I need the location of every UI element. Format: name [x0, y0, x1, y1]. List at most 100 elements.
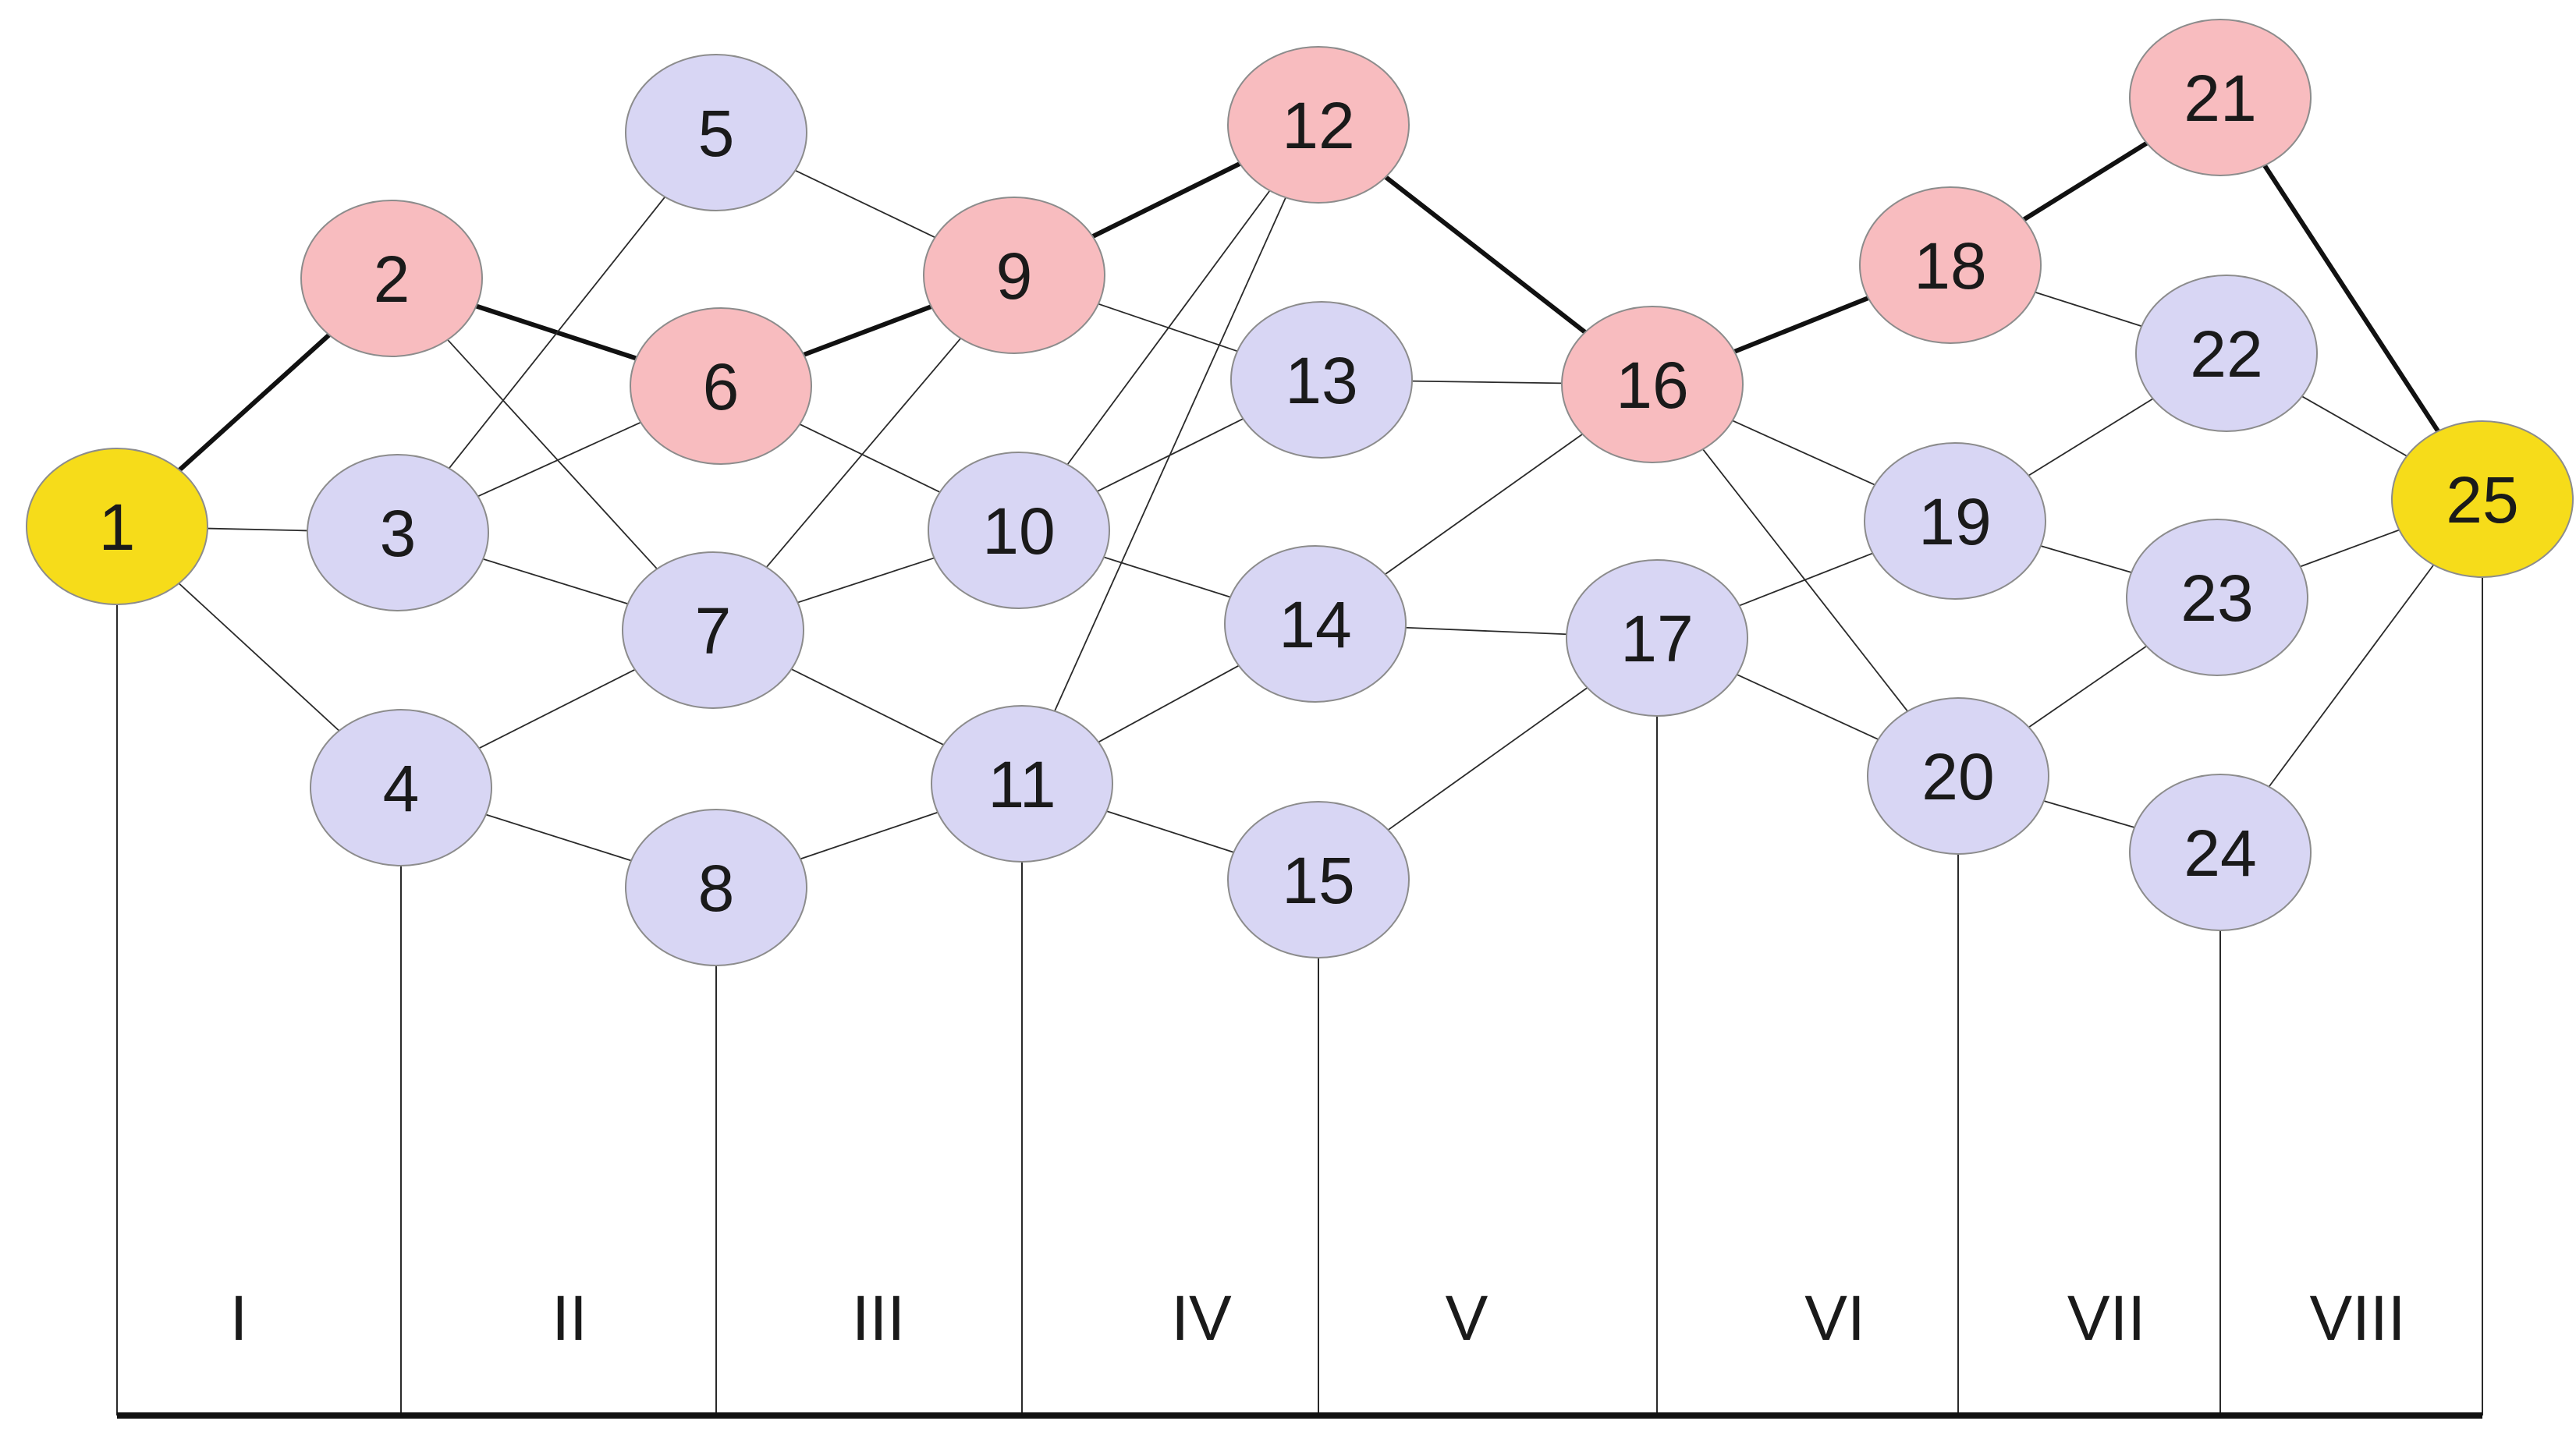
- edge-17-19: [1738, 552, 1874, 607]
- node-16: 16: [1561, 306, 1744, 463]
- edge-14-17: [1404, 626, 1568, 636]
- node-10-shape: [928, 452, 1110, 609]
- node-25-label: 25: [2446, 463, 2518, 537]
- node-16-label: 16: [1616, 349, 1688, 422]
- node-17: 17: [1566, 559, 1748, 717]
- node-15-shape: [1227, 801, 1410, 958]
- stage-label-6: VI: [1804, 1283, 1865, 1354]
- node-16-shape: [1561, 306, 1744, 463]
- node-6-shape: [630, 307, 812, 465]
- node-2-label: 2: [374, 243, 410, 316]
- edge-24-25: [2268, 564, 2435, 788]
- node-11-label: 11: [988, 748, 1056, 821]
- node-21-shape: [2129, 19, 2312, 176]
- stage-label-5: V: [1446, 1283, 1488, 1354]
- node-4-shape: [310, 709, 492, 866]
- edge-22-25: [2301, 395, 2408, 457]
- nodes: 1234567891011121314151617181920212223242…: [26, 19, 2574, 966]
- node-8-shape: [625, 809, 807, 966]
- node-24-shape: [2129, 774, 2312, 931]
- edge-14-16: [1384, 433, 1584, 576]
- edge-16-19: [1731, 420, 1876, 486]
- edge-18-21: [2021, 140, 2149, 222]
- node-1: 1: [26, 448, 208, 605]
- node-22: 22: [2135, 275, 2318, 432]
- node-10: 10: [928, 452, 1110, 609]
- node-20-shape: [1867, 697, 2049, 855]
- edge-15-17: [1387, 686, 1588, 831]
- node-6: 6: [630, 307, 812, 465]
- edge-20-24: [2042, 800, 2136, 828]
- stage-label-1: I: [230, 1283, 248, 1354]
- edge-2-7: [446, 338, 658, 570]
- node-6-label: 6: [703, 350, 740, 423]
- edge-3-7: [482, 558, 629, 605]
- edge-7-9: [765, 337, 962, 569]
- node-19: 19: [1864, 442, 2046, 600]
- stage-drop-lines: [116, 577, 2483, 1416]
- node-15-label: 15: [1282, 844, 1354, 917]
- node-25-shape: [2391, 420, 2574, 578]
- node-25: 25: [2391, 420, 2574, 578]
- node-4: 4: [310, 709, 492, 866]
- node-12-shape: [1227, 46, 1410, 204]
- node-12-label: 12: [1282, 89, 1354, 162]
- edge-23-25: [2299, 529, 2400, 568]
- node-24-label: 24: [2184, 817, 2256, 890]
- edge-7-10: [797, 557, 935, 604]
- node-18: 18: [1859, 186, 2042, 344]
- edge-8-11: [800, 811, 939, 860]
- node-19-shape: [1864, 442, 2046, 600]
- node-14: 14: [1224, 545, 1407, 703]
- node-18-label: 18: [1914, 229, 1986, 303]
- node-21-label: 21: [2184, 62, 2256, 135]
- node-17-label: 17: [1620, 602, 1693, 675]
- node-10-label: 10: [982, 494, 1055, 568]
- node-4-label: 4: [383, 752, 420, 825]
- edge-10-14: [1103, 556, 1231, 598]
- edge-11-15: [1105, 810, 1235, 853]
- node-2: 2: [300, 200, 483, 357]
- node-11-shape: [931, 705, 1113, 863]
- node-17-shape: [1566, 559, 1748, 717]
- edge-5-9: [794, 169, 936, 239]
- node-3-label: 3: [380, 497, 417, 570]
- edge-1-4: [178, 583, 340, 732]
- stage-label-2: II: [552, 1283, 587, 1354]
- node-13-label: 13: [1285, 344, 1357, 417]
- node-18-shape: [1859, 186, 2042, 344]
- node-24: 24: [2129, 774, 2312, 931]
- node-11: 11: [931, 705, 1113, 863]
- node-20-label: 20: [1921, 740, 1994, 813]
- stage-label-3: III: [852, 1283, 905, 1354]
- edge-1-3: [207, 527, 308, 532]
- node-12: 12: [1227, 46, 1410, 204]
- edge-11-14: [1098, 664, 1240, 743]
- node-8: 8: [625, 809, 807, 966]
- edge-3-5: [448, 196, 666, 469]
- node-5: 5: [625, 54, 807, 211]
- node-2-shape: [300, 200, 483, 357]
- edge-20-23: [2028, 645, 2148, 728]
- node-9-shape: [923, 197, 1105, 354]
- edge-4-8: [484, 813, 633, 862]
- edge-6-10: [799, 423, 941, 493]
- node-23-label: 23: [2180, 562, 2253, 635]
- edge-12-16: [1383, 174, 1588, 335]
- node-8-label: 8: [698, 852, 735, 925]
- edge-2-6: [474, 303, 639, 361]
- node-5-shape: [625, 54, 807, 211]
- node-20: 20: [1867, 697, 2049, 855]
- node-7: 7: [622, 551, 804, 709]
- edge-17-20: [1736, 674, 1879, 740]
- edge-3-6: [477, 421, 642, 498]
- node-23-shape: [2126, 519, 2308, 676]
- node-3-shape: [307, 454, 489, 611]
- edge-16-18: [1732, 296, 1871, 354]
- node-23: 23: [2126, 519, 2308, 676]
- edge-11-12: [1054, 197, 1286, 712]
- node-5-label: 5: [698, 97, 735, 170]
- node-22-label: 22: [2190, 317, 2262, 391]
